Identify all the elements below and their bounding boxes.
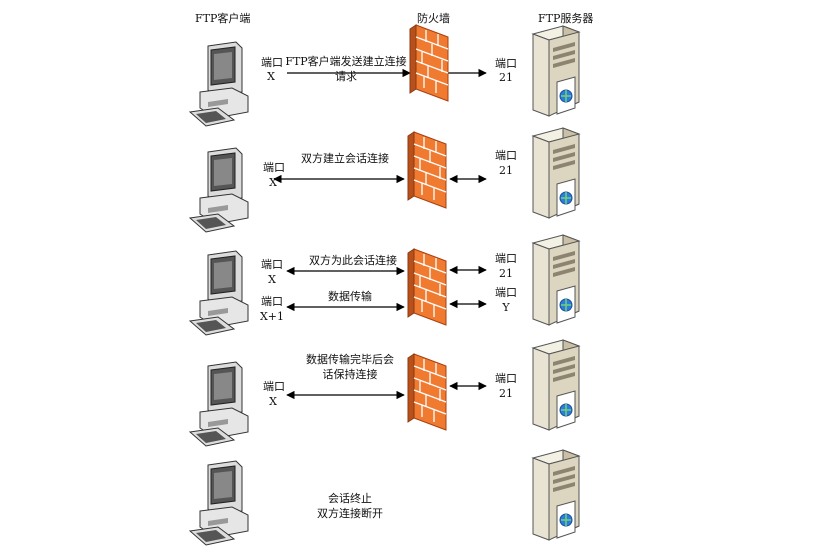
- row4-client-port: X: [269, 395, 277, 408]
- row4-message: 数据传输完毕后会 话保持连接: [294, 352, 406, 382]
- row5-message-line2: 双方连接断开: [317, 507, 383, 520]
- row4-server-port: 21: [499, 387, 513, 400]
- row4-client-port-label: 端口: [263, 380, 285, 393]
- client-column-header: FTP客户端: [195, 12, 251, 25]
- row3-client-port-label: 端口: [261, 258, 283, 271]
- row2-client-port: X: [269, 176, 277, 189]
- row3-server-data-port: Y: [502, 301, 510, 314]
- row1-server-port: 21: [499, 71, 513, 84]
- client-computer-icon: [188, 360, 258, 454]
- firewall-icon: [406, 352, 448, 436]
- firewall-icon: [408, 23, 450, 107]
- row3-client-data-port: X+1: [259, 310, 285, 323]
- client-computer-icon: [188, 40, 258, 134]
- row3-message-control: 双方为此会话连接: [309, 254, 397, 267]
- server-icon: [527, 448, 587, 548]
- firewall-icon: [406, 130, 448, 214]
- server-icon: [527, 126, 587, 226]
- row4-message-line1: 数据传输完毕后会: [306, 353, 394, 366]
- row5-message: 会话终止 双方连接断开: [300, 491, 400, 521]
- row4-server-port-label: 端口: [495, 372, 517, 385]
- client-computer-icon: [188, 249, 258, 343]
- row3-server-port: 21: [499, 267, 513, 280]
- server-column-header: FTP服务器: [538, 12, 594, 25]
- row1-server-port-label: 端口: [495, 57, 517, 70]
- row5-message-line1: 会话终止: [328, 492, 372, 505]
- row2-client-port-label: 端口: [263, 161, 285, 174]
- client-computer-icon: [188, 459, 258, 553]
- row1-message: FTP客户端发送建立连接请求: [285, 55, 407, 83]
- row3-server-port-label: 端口: [495, 252, 517, 265]
- client-computer-icon: [188, 146, 258, 240]
- row2-message: 双方建立会话连接: [301, 152, 389, 165]
- server-icon: [527, 233, 587, 333]
- row3-server-data-port-label: 端口: [495, 286, 517, 299]
- firewall-icon: [406, 247, 448, 331]
- row4-message-line2: 话保持连接: [322, 368, 378, 381]
- row3-client-port: X: [268, 273, 276, 286]
- firewall-column-header: 防火墙: [417, 12, 450, 25]
- row2-server-port: 21: [499, 164, 513, 177]
- row1-client-port: X: [267, 70, 275, 83]
- row3-message-data: 数据传输: [328, 290, 372, 303]
- row3-client-data-port-label: 端口: [261, 295, 283, 308]
- row2-server-port-label: 端口: [495, 149, 517, 162]
- server-icon: [527, 24, 587, 124]
- row1-client-port-label: 端口: [261, 56, 283, 69]
- server-icon: [527, 338, 587, 438]
